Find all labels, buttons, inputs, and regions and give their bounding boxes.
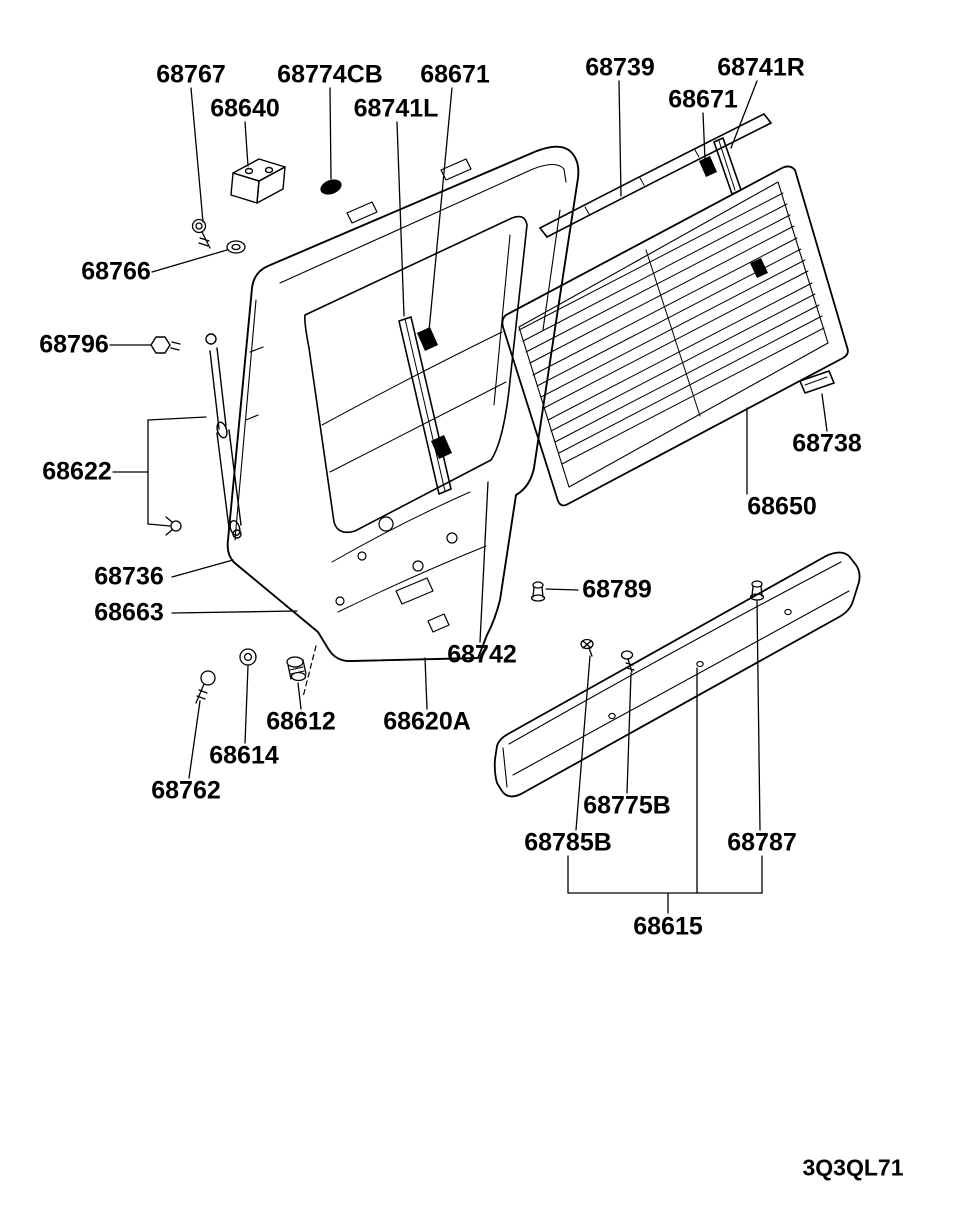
tailgate-door-panel [226,145,580,698]
part-label-68775b: 68775B [583,791,671,820]
part-label-68640: 68640 [210,94,280,123]
screw-68785b [580,638,594,657]
window-opening [304,215,528,534]
plug-68612 [286,656,307,682]
part-label-68614: 68614 [209,741,279,770]
part-label-68671-top: 68671 [420,60,490,89]
glass-run-channel-right [699,137,742,195]
rear-window-glass [501,165,849,507]
bolt-68762 [195,670,216,704]
part-label-68762: 68762 [151,776,221,805]
hinge-bolt-68767 [191,218,211,249]
bolt-68796 [150,336,181,354]
leader-lines [109,80,828,831]
grommet-68766 [226,240,246,254]
part-label-68739: 68739 [585,53,655,82]
part-label-68787: 68787 [727,828,797,857]
part-label-68789: 68789 [582,575,652,604]
part-label-68736: 68736 [94,562,164,591]
part-label-68774cb: 68774CB [277,60,383,89]
plug-68774cb [320,179,342,195]
bracket-68622 [112,416,207,527]
bracket-68615 [567,667,763,914]
part-label-68766: 68766 [81,257,151,286]
part-label-68663: 68663 [94,598,164,627]
clip-68787 [749,580,765,601]
part-label-68767: 68767 [156,60,226,89]
clip-68789 [530,581,546,602]
part-label-68622: 68622 [42,457,112,486]
screw-68775b [620,650,635,673]
part-label-68671-right: 68671 [668,85,738,114]
lower-garnish [493,551,861,798]
part-label-68741r: 68741R [717,53,805,82]
grommet-68614 [239,648,257,666]
defogger-lines [518,192,825,465]
part-label-68620a: 68620A [383,707,471,736]
part-label-68738: 68738 [792,429,862,458]
glass-run-channel-left [398,316,452,495]
diagram-code: 3Q3QL71 [802,1154,904,1181]
clip-68738 [799,370,835,394]
upper-weatherstrip [539,113,772,238]
part-label-68785b: 68785B [524,828,612,857]
hinge-bracket-68640 [230,158,286,204]
part-label-68615: 68615 [633,912,703,941]
part-label-68796: 68796 [39,330,109,359]
part-label-68612: 68612 [266,707,336,736]
gas-strut [205,333,242,539]
part-label-68741l: 68741L [353,94,439,123]
part-label-68650: 68650 [747,492,817,521]
strut-clip [165,516,182,536]
part-label-68742: 68742 [447,640,517,669]
